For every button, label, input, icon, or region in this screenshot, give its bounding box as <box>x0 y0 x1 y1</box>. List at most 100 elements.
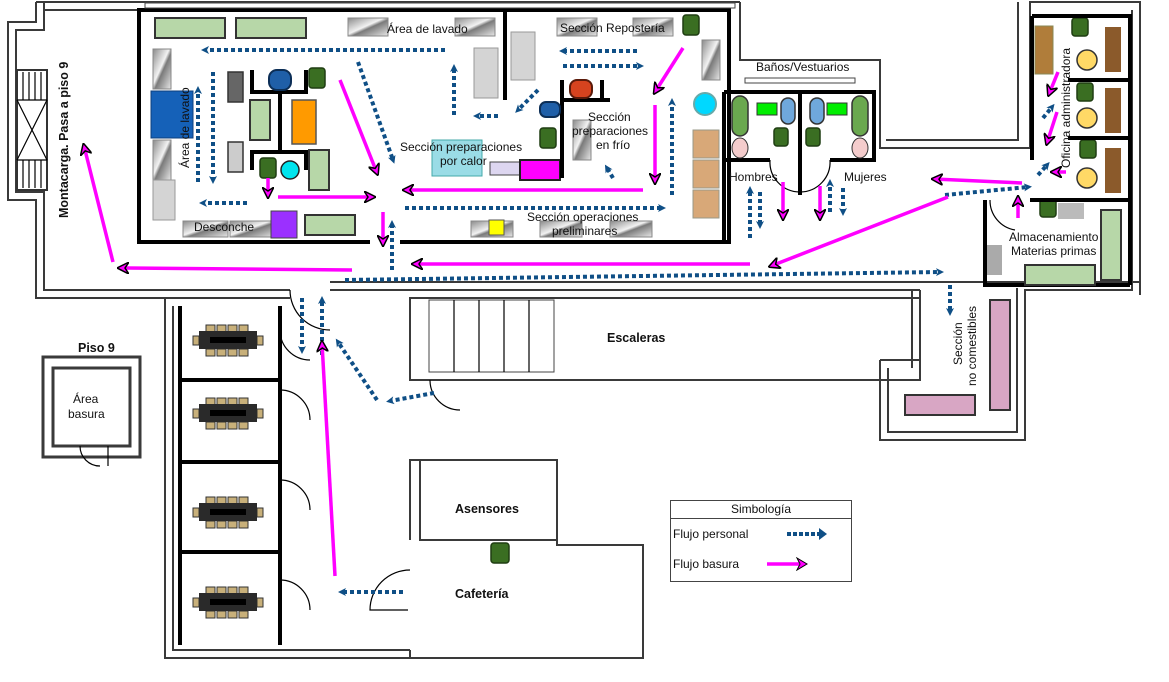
chair <box>205 520 216 529</box>
prep-frio-label-2: preparaciones <box>572 124 648 138</box>
chair <box>227 324 238 333</box>
chair <box>238 324 249 333</box>
legend-label-personal: Flujo personal <box>673 527 749 541</box>
table-center <box>210 599 246 605</box>
area-basura-label-2: basura <box>68 407 105 421</box>
chair <box>227 586 238 595</box>
area-lavado-left-label: Área de lavado <box>177 87 192 168</box>
chair <box>216 520 227 529</box>
chair <box>205 397 216 406</box>
chair <box>238 496 249 505</box>
piso9-label: Piso 9 <box>78 341 115 355</box>
oficina-label: Oficina administradora <box>1059 48 1073 168</box>
chair <box>205 421 216 430</box>
chair <box>216 397 227 406</box>
stairs <box>409 297 921 411</box>
no-comest-label-1: Sección <box>951 322 965 365</box>
chair <box>205 348 216 357</box>
sinks <box>152 31 536 221</box>
conference-tables <box>192 324 264 619</box>
mujeres-label: Mujeres <box>844 170 887 184</box>
area-basura-label-1: Área <box>73 391 99 406</box>
chair <box>256 597 264 608</box>
meeting-rooms <box>178 289 331 645</box>
chair <box>238 610 249 619</box>
legend-title: Simbología <box>671 501 851 519</box>
montacarga-shaft <box>16 69 48 191</box>
chair <box>238 520 249 529</box>
prep-calor-label-1: Sección preparaciones <box>400 140 522 154</box>
legend-item-personal: Flujo personal <box>671 519 851 549</box>
chair <box>192 335 200 346</box>
cafeteria-label: Cafetería <box>455 587 510 601</box>
montacarga-label: Montacarga. Pasa a piso 9 <box>57 62 71 218</box>
almacen-label-1: Almacenamiento <box>1009 230 1099 244</box>
chair <box>192 507 200 518</box>
legend-label-basura: Flujo basura <box>673 557 740 571</box>
legend-item-basura: Flujo basura <box>671 549 851 579</box>
dotted-arrow-icon <box>787 528 827 540</box>
solid-arrow-icon <box>767 557 808 571</box>
chair <box>216 496 227 505</box>
desconche-label: Desconche <box>194 220 254 234</box>
table-center <box>210 410 246 416</box>
chair <box>256 507 264 518</box>
op-prelim-label-1: Sección operaciones <box>527 210 638 224</box>
chair <box>216 324 227 333</box>
chair <box>205 610 216 619</box>
chair <box>238 586 249 595</box>
chair <box>227 520 238 529</box>
prep-frio-label-3: en frío <box>596 138 630 152</box>
conference-table <box>192 324 264 357</box>
chair <box>192 597 200 608</box>
table-center <box>210 509 246 515</box>
chair <box>256 335 264 346</box>
prep-frio-label-1: Sección <box>588 110 631 124</box>
chair <box>238 421 249 430</box>
trash-bins <box>259 14 1097 564</box>
chair <box>216 610 227 619</box>
bathrooms <box>722 77 876 240</box>
almacen-label-2: Materias primas <box>1011 244 1096 258</box>
labels: Montacarga. Pasa a piso 9 Área de lavado… <box>57 21 1099 601</box>
chair <box>227 348 238 357</box>
no-comest-label-2: no comestibles <box>965 306 979 386</box>
seccion-reposteria-label: Sección Repostería <box>560 21 665 35</box>
conference-table <box>192 496 264 529</box>
chair <box>238 348 249 357</box>
chair <box>227 421 238 430</box>
conference-table <box>192 397 264 430</box>
banos-label: Baños/Vestuarios <box>756 60 849 74</box>
non-edible-storage <box>904 299 1011 416</box>
chair <box>216 586 227 595</box>
legend: Simbología Flujo personal Flujo basura <box>670 500 852 582</box>
steel-counters <box>152 17 721 238</box>
chair <box>205 496 216 505</box>
chair <box>227 397 238 406</box>
chair <box>227 496 238 505</box>
office-storage <box>983 14 1132 287</box>
prep-calor-label-2: por calor <box>440 154 487 168</box>
chair <box>216 421 227 430</box>
piso9-room <box>41 355 142 467</box>
hombres-label: Hombres <box>729 170 778 184</box>
personal-flow-arrows <box>194 46 1055 596</box>
chair <box>227 610 238 619</box>
chair <box>205 586 216 595</box>
escaleras-label: Escaleras <box>607 331 665 345</box>
prep-tables <box>154 17 356 236</box>
asensores-label: Asensores <box>455 502 519 516</box>
chair <box>205 324 216 333</box>
conference-table <box>192 586 264 619</box>
chair <box>238 397 249 406</box>
kitchen-equipment <box>150 69 720 239</box>
waste-flow-arrows <box>84 47 1066 577</box>
kitchen-room <box>137 2 736 246</box>
chair <box>192 408 200 419</box>
chair <box>216 348 227 357</box>
area-lavado-top-label: Área de lavado <box>387 21 468 36</box>
chair <box>256 408 264 419</box>
op-prelim-label-2: preliminares <box>552 224 617 238</box>
cafeteria-room <box>369 460 557 611</box>
